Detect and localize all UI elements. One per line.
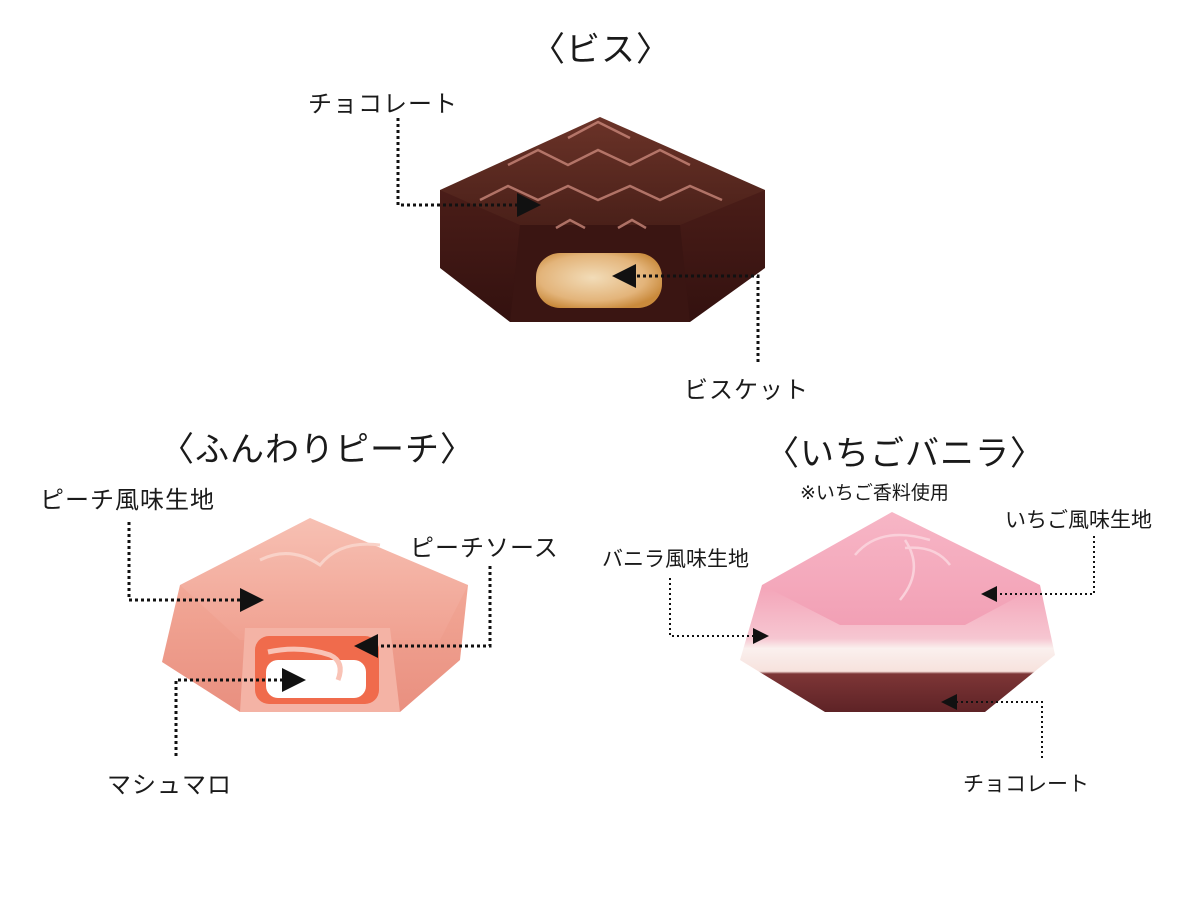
label-peach-sauce: ピーチソース — [410, 534, 559, 562]
peach-chocolate-illustration — [162, 518, 468, 712]
product-title-strawberry: 〈いちごバニラ〉 — [765, 434, 1045, 474]
product-title-peach: 〈ふんわりピーチ〉 — [160, 430, 475, 470]
label-strawberry-dough: いちご風味生地 — [1005, 508, 1152, 532]
label-peach-marshmallow: マシュマロ — [107, 771, 232, 799]
label-strawberry-chocolate: チョコレート — [963, 772, 1089, 796]
strawberry-leader-lines — [669, 536, 1095, 758]
strawberry-chocolate-illustration — [740, 512, 1055, 712]
peach-leader-lines — [127, 522, 492, 756]
bis-leader-lines — [396, 118, 760, 362]
label-bis-biscuit: ビスケット — [684, 376, 809, 404]
label-vanilla-dough: バニラ風味生地 — [602, 547, 749, 571]
label-bis-chocolate: チョコレート — [308, 90, 458, 118]
strawberry-flavor-note: ※いちご香料使用 — [800, 482, 949, 504]
bis-chocolate-illustration — [440, 117, 765, 322]
product-title-bis: 〈ビス〉 — [531, 30, 671, 70]
label-peach-dough: ピーチ風味生地 — [40, 486, 215, 514]
